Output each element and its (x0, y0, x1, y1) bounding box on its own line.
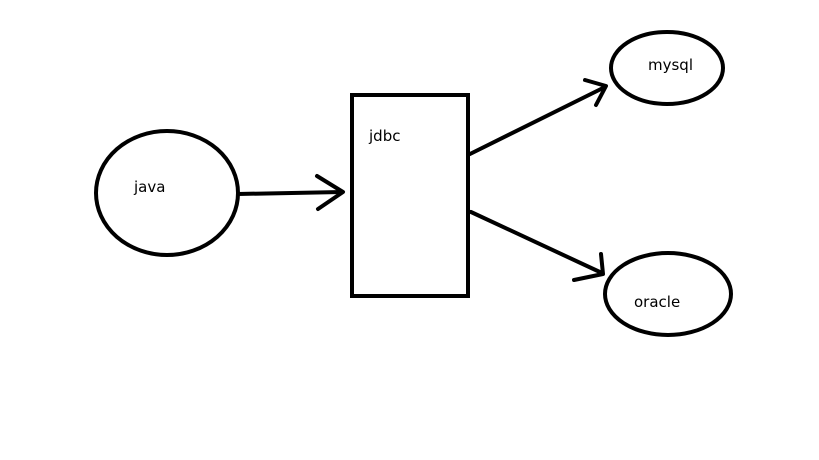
java-ellipse (94, 129, 240, 257)
arrow-java-to-jdbc (236, 174, 345, 211)
mysql-ellipse (609, 30, 725, 106)
jdbc-box (350, 93, 470, 298)
arrow-jdbc-to-mysql (468, 78, 608, 156)
arrow-jdbc-oracle-head (572, 252, 605, 282)
arrow-java-jdbc-head (315, 174, 345, 211)
arrow-jdbc-to-oracle (469, 210, 605, 282)
arrow-jdbc-mysql-line (468, 85, 607, 156)
oracle-ellipse (603, 251, 733, 337)
arrow-jdbc-mysql-head (583, 78, 608, 107)
arrow-java-jdbc-line (236, 190, 344, 196)
arrow-jdbc-oracle-line (469, 210, 604, 275)
jdbc-label: jdbc (368, 127, 400, 145)
java-label: java (133, 178, 165, 196)
oracle-label: oracle (634, 293, 680, 311)
node-jdbc: jdbc (350, 93, 470, 298)
node-mysql: mysql (609, 30, 725, 106)
mysql-label: mysql (648, 56, 693, 74)
node-java: java (94, 129, 240, 257)
node-oracle: oracle (603, 251, 733, 337)
